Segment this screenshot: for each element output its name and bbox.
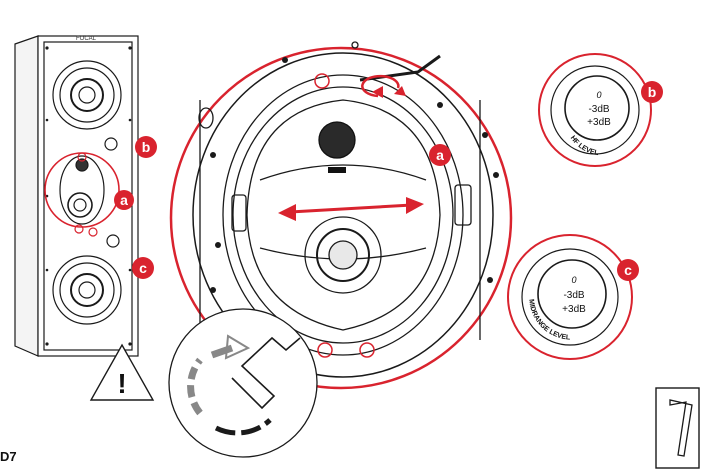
screw-marks-small [74, 152, 98, 237]
mid-knob [106, 234, 120, 248]
zoom-circle-c: 0 -3dB +3dB MIDRANGE LEVEL [507, 234, 633, 360]
callout-badge-a-detail: a [429, 144, 451, 166]
mid-mid-value: -3dB [563, 290, 584, 301]
warning-icon: ! [89, 343, 155, 401]
svg-text:a: a [120, 192, 128, 208]
zoom-circle-b: 0 -3dB +3dB HF LEVEL [538, 53, 652, 167]
hf-top-value: 0 [596, 90, 601, 100]
callout-badge-c-panel: c [132, 257, 154, 279]
warning-mark: ! [117, 368, 126, 399]
callout-badge-b-zoom: b [641, 81, 663, 103]
adjust-arrow [278, 197, 424, 221]
page-tag: D7 [0, 449, 17, 464]
allen-key-box [655, 387, 700, 469]
screw-marks-large [314, 73, 375, 358]
rotation-inset [168, 308, 318, 458]
hf-mid-value: -3dB [588, 104, 609, 115]
lower-woofer [52, 255, 122, 325]
svg-text:b: b [142, 139, 151, 155]
svg-text:b: b [648, 84, 657, 100]
allen-key-icon [359, 54, 441, 82]
svg-text:c: c [624, 262, 632, 278]
panel-screws [45, 46, 132, 346]
allen-key-tool-icon [669, 399, 693, 457]
hf-knob [104, 137, 118, 151]
callout-badge-b-panel: b [135, 136, 157, 158]
mount-screws [210, 57, 499, 293]
center-driver [59, 155, 105, 225]
callout-badge-c-zoom: c [617, 259, 639, 281]
rotate-arrow-icon [361, 74, 400, 98]
mid-top-value: 0 [571, 275, 576, 285]
upper-woofer [52, 60, 122, 130]
hf-low-value: +3dB [587, 117, 611, 128]
detail-circle-a [169, 41, 513, 390]
svg-text:c: c [139, 260, 147, 276]
brand-label: FOCAL [76, 36, 97, 42]
allen-key-inset-icon [231, 336, 301, 410]
mid-low-value: +3dB [562, 304, 586, 315]
svg-text:a: a [436, 147, 444, 163]
callout-badge-a-panel: a [114, 190, 134, 210]
